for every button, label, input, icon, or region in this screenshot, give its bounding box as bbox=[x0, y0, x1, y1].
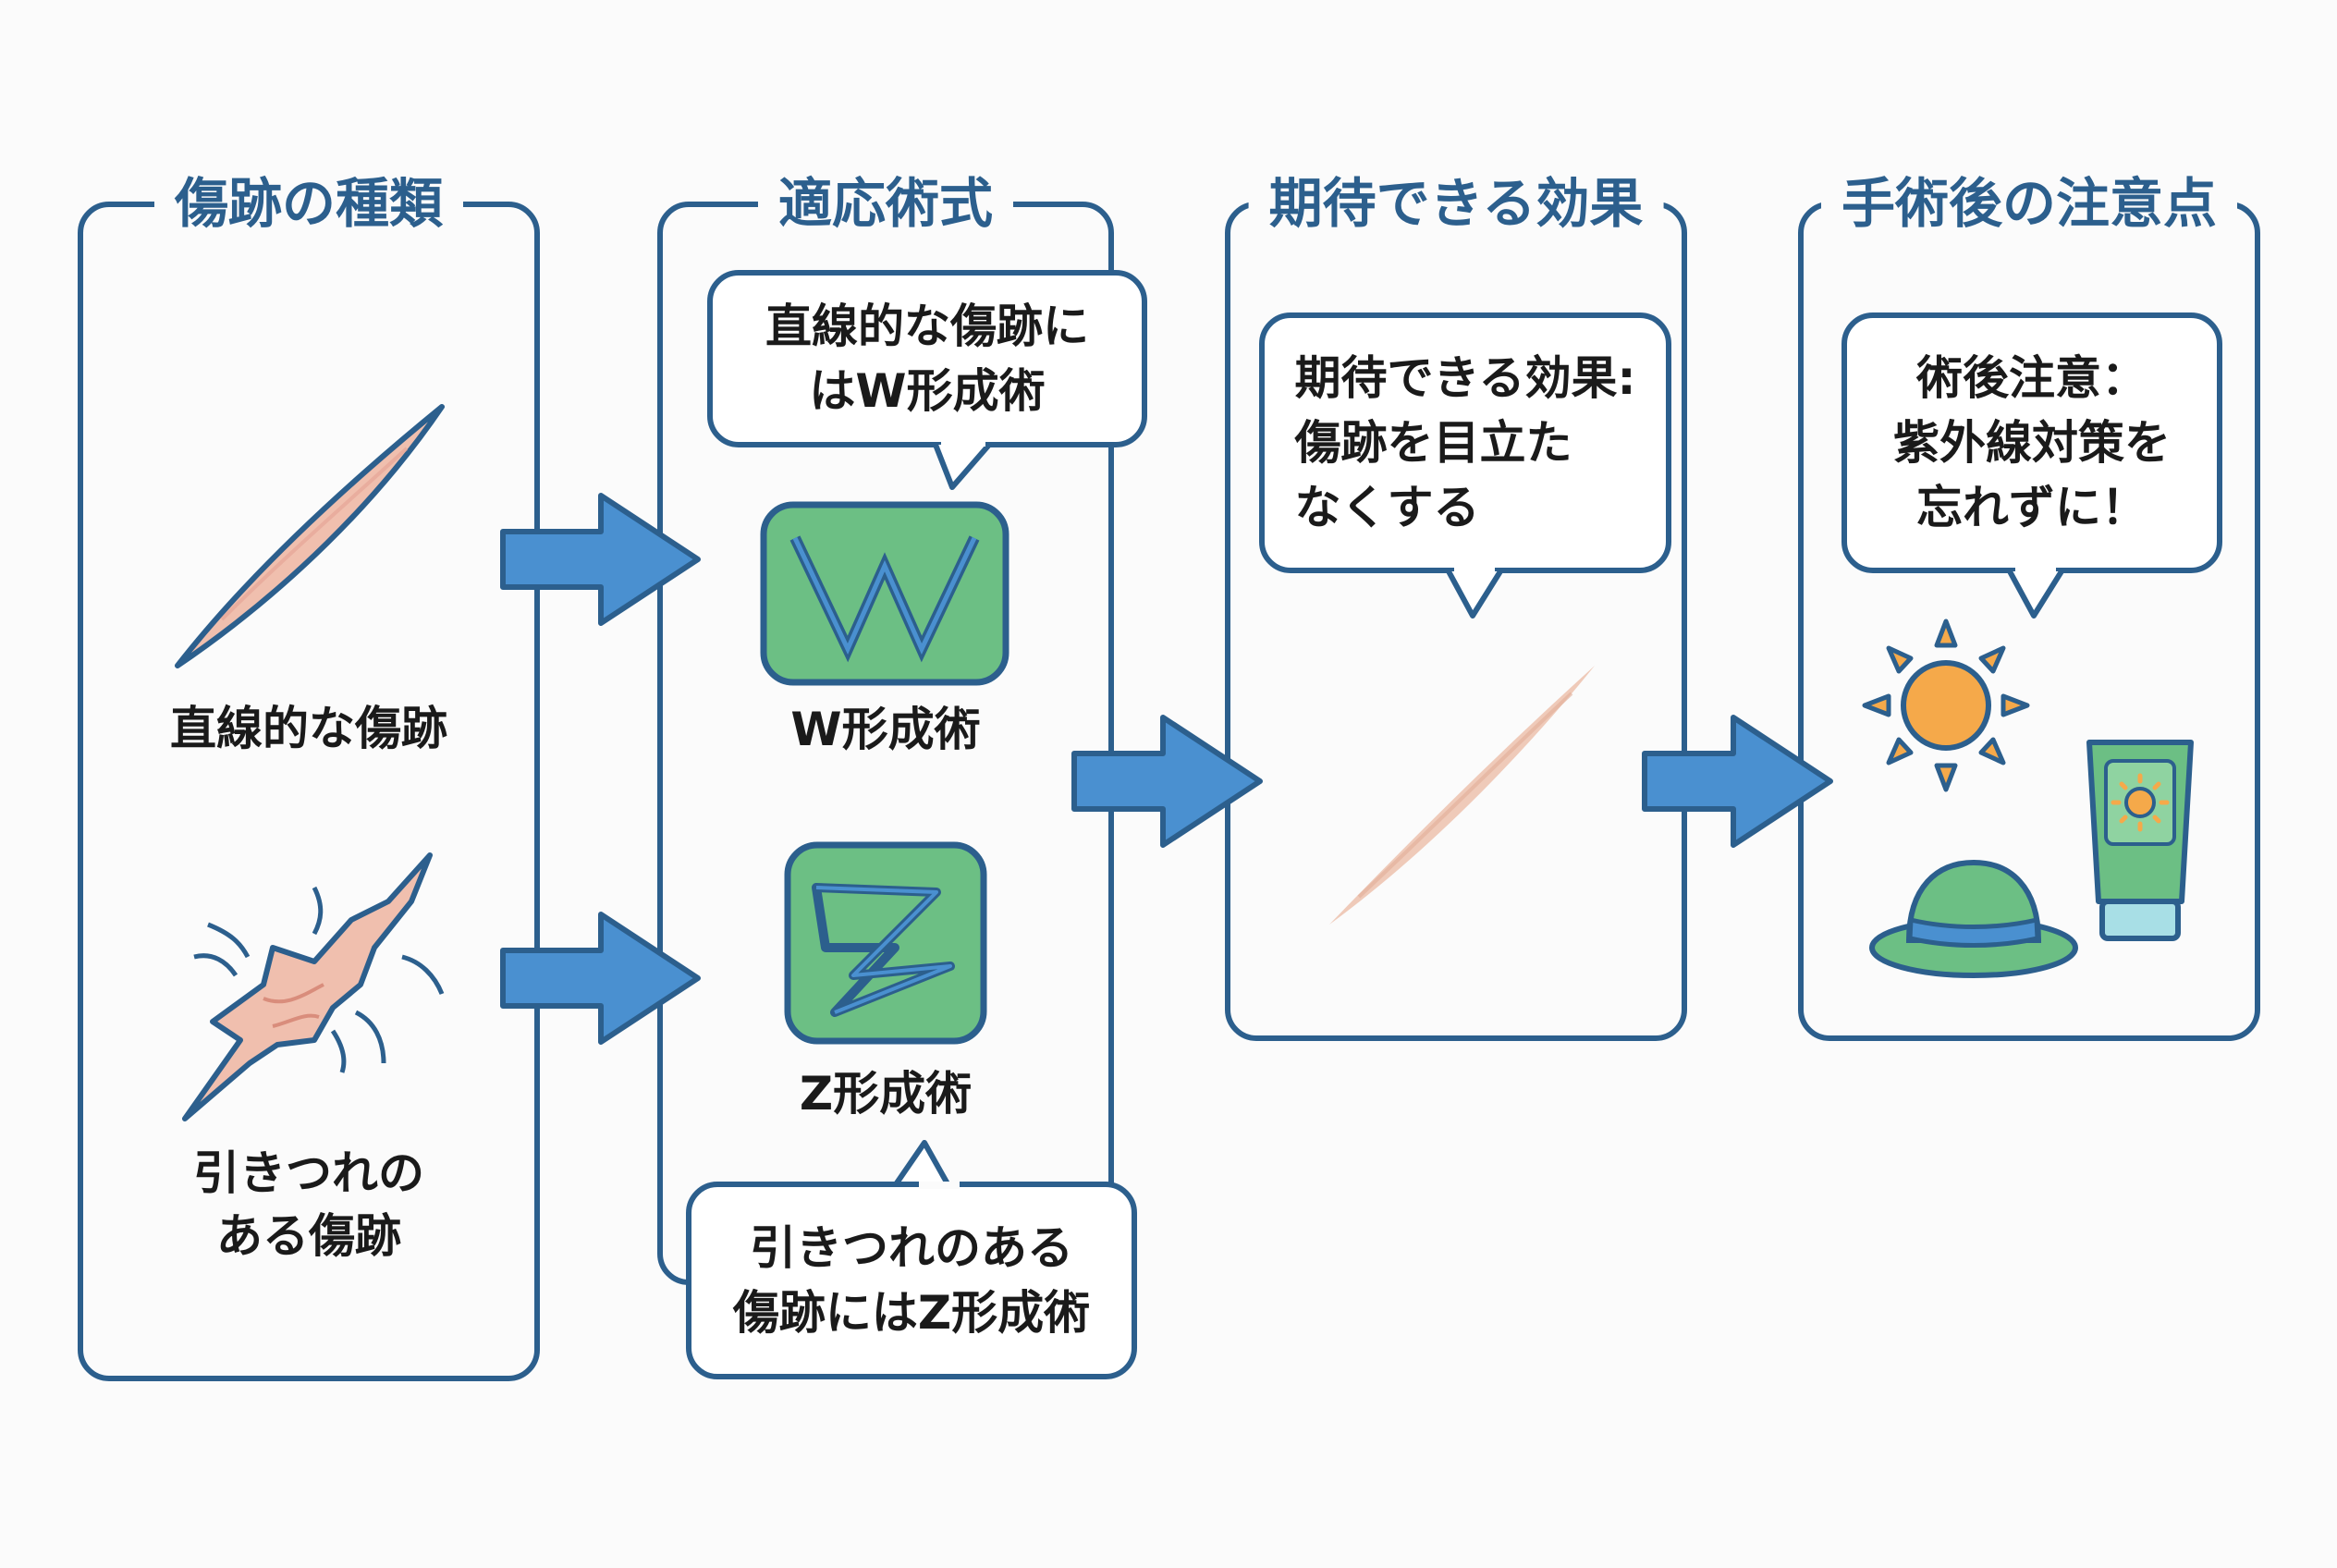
panel-title-scar-types: 傷跡の種類 bbox=[153, 166, 464, 240]
faded-scar-icon bbox=[1329, 666, 1595, 925]
speech-bubble-w-plasty: 直線的な傷跡に はW形成術 bbox=[707, 270, 1147, 447]
linear-scar-icon bbox=[175, 404, 445, 668]
speech-bubble-tail bbox=[1446, 566, 1503, 619]
panel-title-effects: 期待できる効果 bbox=[1248, 166, 1664, 240]
speech-bubble-tail bbox=[2007, 566, 2064, 619]
hat-icon bbox=[1869, 859, 2078, 978]
arrow-effects-to-aftercare bbox=[1642, 715, 1833, 848]
speech-bubble-aftercare: 術後注意： 紫外線対策を 忘れずに！ bbox=[1841, 312, 2222, 573]
panel-title-aftercare: 手術後の注意点 bbox=[1820, 166, 2238, 240]
linear-scar-label: 直線的な傷跡 bbox=[170, 702, 447, 755]
z-plasty-label: Z形成術 bbox=[799, 1067, 973, 1121]
contracture-scar-icon bbox=[182, 852, 445, 1121]
arrow-linear-to-w-plasty bbox=[500, 493, 701, 626]
speech-bubble-w-plasty-text: 直線的な傷跡に はW形成術 bbox=[765, 300, 1089, 418]
contracture-scar-label: 引きつれの ある傷跡 bbox=[193, 1146, 424, 1263]
speech-bubble-effects-text: 期待できる効果: 傷跡を目立た なくする bbox=[1294, 351, 1636, 534]
arrow-contracture-to-z-plasty bbox=[500, 912, 701, 1045]
w-plasty-icon bbox=[760, 501, 1009, 686]
sun-icon bbox=[1862, 619, 2030, 792]
speech-bubble-aftercare-text: 術後注意： 紫外線対策を 忘れずに！ bbox=[1893, 351, 2171, 534]
speech-bubble-z-plasty: 引きつれのある 傷跡にはZ形成術 bbox=[686, 1182, 1137, 1379]
w-plasty-label: W形成術 bbox=[790, 703, 981, 756]
panel-title-procedures: 適応術式 bbox=[757, 166, 1014, 240]
speech-bubble-tail bbox=[933, 439, 992, 490]
arrow-procedures-to-effects bbox=[1071, 715, 1263, 848]
speech-bubble-tail bbox=[891, 1140, 952, 1189]
z-plasty-icon bbox=[784, 841, 987, 1045]
speech-bubble-effects: 期待できる効果: 傷跡を目立た なくする bbox=[1259, 312, 1671, 573]
sunscreen-icon bbox=[2086, 740, 2194, 941]
speech-bubble-z-plasty-text: 引きつれのある 傷跡にはZ形成術 bbox=[732, 1221, 1091, 1340]
